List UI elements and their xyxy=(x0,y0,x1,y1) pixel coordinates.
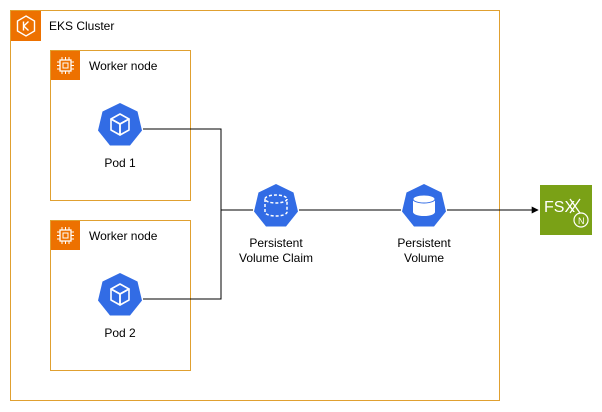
pv-label: Persistent Volume xyxy=(379,236,469,266)
pod2-to-pvc-line xyxy=(143,210,222,300)
pvc-label-line1: Persistent xyxy=(249,236,303,250)
pvc-icon xyxy=(253,183,299,229)
pod-icon xyxy=(97,272,143,318)
eks-icon xyxy=(11,11,41,41)
fsx-icon-text: FSX xyxy=(544,199,575,216)
pod-2-label: Pod 2 xyxy=(104,326,136,340)
worker-node-title: Worker node xyxy=(89,229,158,243)
ec2-instance-icon xyxy=(51,51,80,80)
eks-cluster-group: EKS Cluster xyxy=(10,10,500,401)
worker-node-title: Worker node xyxy=(89,59,158,73)
pvc-label: Persistent Volume Claim xyxy=(231,236,321,266)
pod1-to-pvc-line xyxy=(143,128,253,211)
worker-node-1: Worker node xyxy=(50,50,191,201)
ec2-instance-icon xyxy=(51,221,80,250)
pv-label-line2: Volume xyxy=(403,251,445,265)
fsx-badge-letter: N xyxy=(578,216,585,226)
pv-label-line1: Persistent xyxy=(397,236,451,250)
worker-node-2: Worker node xyxy=(50,220,191,371)
pvc-label-line2: Volume Claim xyxy=(238,251,314,265)
pod-1-label: Pod 1 xyxy=(104,156,136,170)
pv-icon xyxy=(401,183,447,229)
cluster-title: EKS Cluster xyxy=(49,19,115,33)
pod-icon xyxy=(97,102,143,148)
fsx-ontap-icon: FSX N xyxy=(540,185,592,235)
